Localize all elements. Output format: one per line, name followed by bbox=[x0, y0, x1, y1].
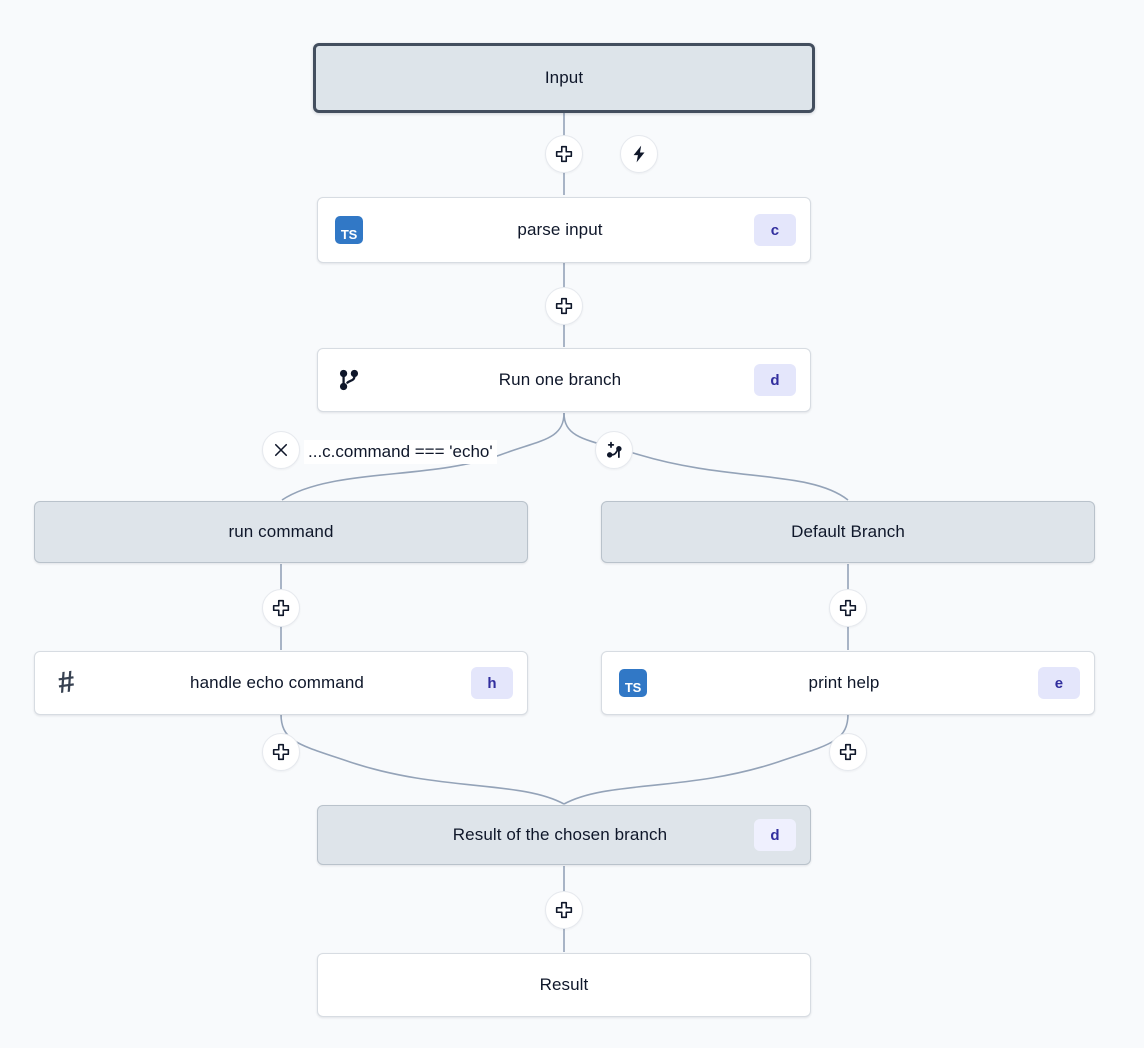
node-run-one-branch-badge[interactable]: d bbox=[754, 364, 796, 396]
add-step-button-result[interactable] bbox=[545, 891, 583, 929]
node-handle-echo-command-badge[interactable]: h bbox=[471, 667, 513, 699]
node-result-label: Result bbox=[539, 975, 589, 994]
node-print-help-badge[interactable]: e bbox=[1038, 667, 1080, 699]
edge-print-to-result bbox=[563, 713, 849, 805]
git-branch-plus-icon[interactable] bbox=[595, 431, 633, 469]
node-branch-result-badge[interactable]: d bbox=[754, 819, 796, 851]
typescript-icon: TS bbox=[332, 213, 366, 247]
node-run-one-branch-label: Run one branch bbox=[498, 370, 622, 389]
node-handle-echo-command-label: handle echo command bbox=[190, 673, 364, 692]
git-branch-icon bbox=[332, 363, 366, 397]
node-branch-result[interactable]: Result of the chosen branch d bbox=[317, 805, 811, 865]
node-handle-echo-command[interactable]: # handle echo command h bbox=[34, 651, 528, 715]
add-step-button-left-branch[interactable] bbox=[262, 589, 300, 627]
node-default-branch-label: Default Branch bbox=[791, 522, 905, 541]
node-branch-result-label: Result of the chosen branch bbox=[452, 825, 668, 844]
add-step-button-right-merge[interactable] bbox=[829, 733, 867, 771]
node-run-one-branch[interactable]: Run one branch d bbox=[317, 348, 811, 412]
close-icon[interactable] bbox=[262, 431, 300, 469]
node-parse-input-badge[interactable]: c bbox=[754, 214, 796, 246]
node-default-branch[interactable]: Default Branch bbox=[601, 501, 1095, 563]
lightning-icon[interactable] bbox=[620, 135, 658, 173]
edge-handle-to-result bbox=[280, 713, 565, 805]
add-step-button-input[interactable] bbox=[545, 135, 583, 173]
hash-icon: # bbox=[55, 664, 77, 701]
node-print-help-label: print help bbox=[808, 673, 880, 692]
node-input-label: Input bbox=[544, 68, 584, 87]
typescript-icon: TS bbox=[616, 666, 650, 700]
node-run-command[interactable]: run command bbox=[34, 501, 528, 563]
node-print-help[interactable]: TS print help e bbox=[601, 651, 1095, 715]
add-step-button-left-merge[interactable] bbox=[262, 733, 300, 771]
add-step-button-right-branch[interactable] bbox=[829, 589, 867, 627]
node-parse-input[interactable]: TS parse input c bbox=[317, 197, 811, 263]
branch-condition-label[interactable]: ...c.command === 'echo' bbox=[304, 440, 497, 464]
add-step-button-parse[interactable] bbox=[545, 287, 583, 325]
node-result[interactable]: Result bbox=[317, 953, 811, 1017]
node-parse-input-label: parse input bbox=[517, 220, 603, 239]
node-run-command-label: run command bbox=[228, 522, 334, 541]
node-input[interactable]: Input bbox=[313, 43, 815, 113]
